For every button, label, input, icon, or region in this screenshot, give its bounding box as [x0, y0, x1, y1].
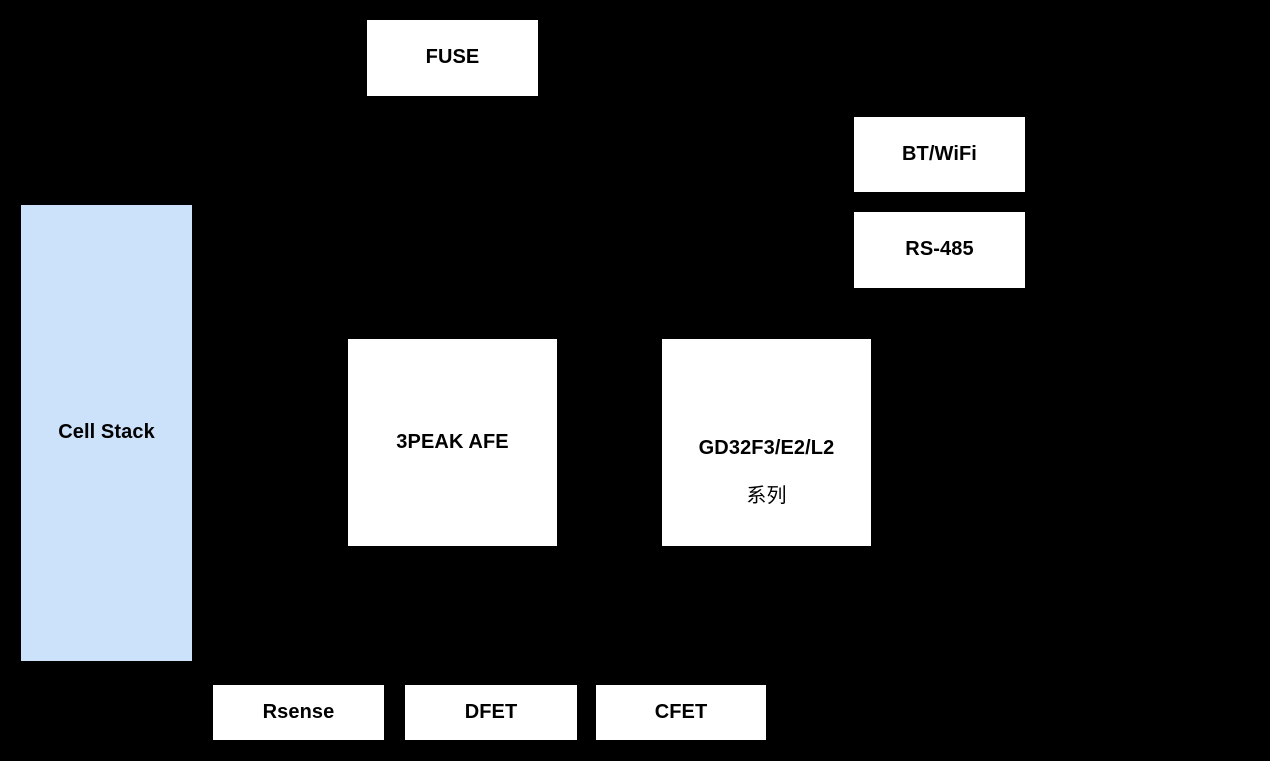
block-dfet-label: DFET — [464, 700, 518, 723]
block-rs-485[interactable]: RS-485 — [854, 212, 1025, 288]
block-gd32-mcu[interactable]: GD32F3/E2/L2 系列 — [662, 339, 871, 546]
block-bt-wifi[interactable]: BT/WiFi — [854, 117, 1025, 192]
block-gd32-mcu-label: GD32F3/E2/L2 系列 — [662, 413, 871, 508]
block-3peak-afe[interactable]: 3PEAK AFE — [348, 339, 557, 546]
block-gd32-mcu-label-line2: 系列 — [746, 482, 787, 507]
block-cfet-label: CFET — [654, 700, 708, 723]
block-dfet[interactable]: DFET — [405, 685, 577, 740]
block-cell-stack[interactable]: Cell Stack — [21, 205, 192, 661]
block-rs-485-label: RS-485 — [905, 238, 974, 261]
block-gd32-mcu-label-line1: GD32F3/E2/L2 — [698, 436, 835, 459]
block-bt-wifi-label: BT/WiFi — [902, 142, 977, 165]
block-cfet[interactable]: CFET — [596, 685, 766, 740]
block-3peak-afe-label: 3PEAK AFE — [396, 430, 509, 453]
block-cell-stack-label: Cell Stack — [58, 421, 155, 444]
block-fuse[interactable]: FUSE — [367, 20, 538, 96]
block-rsense[interactable]: Rsense — [213, 685, 384, 740]
block-fuse-label: FUSE — [425, 46, 480, 69]
block-rsense-label: Rsense — [262, 700, 335, 723]
